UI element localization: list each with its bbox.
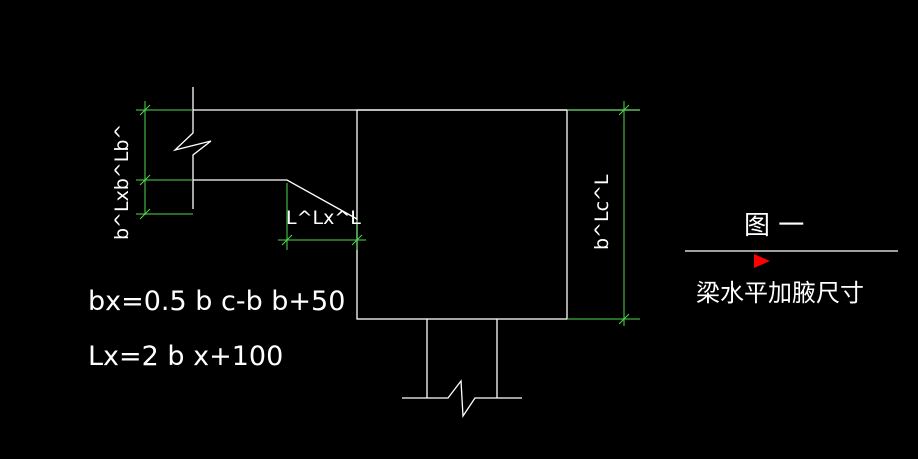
figure-title: 图 一 (744, 211, 804, 241)
dim-left-label: b^Lxb^Lb^ (111, 124, 133, 240)
dim-left (136, 101, 193, 220)
dim-right (567, 101, 640, 326)
dim-lx (278, 183, 366, 250)
beam-break-line (172, 87, 212, 209)
beam-haunch-edge (193, 179, 358, 220)
column-outline (356, 109, 568, 320)
red-marker (754, 254, 770, 268)
formula-bx: bx=0.5 b c-b b+50 (88, 286, 345, 317)
dim-right-label: b^Lc^L (591, 174, 613, 250)
formula-lx: Lx=2 b x+100 (88, 341, 283, 372)
dim-lx-label: L^Lx^L (286, 207, 361, 229)
column-break-line (402, 379, 522, 418)
figure-caption: 梁水平加腋尺寸 (696, 279, 864, 307)
